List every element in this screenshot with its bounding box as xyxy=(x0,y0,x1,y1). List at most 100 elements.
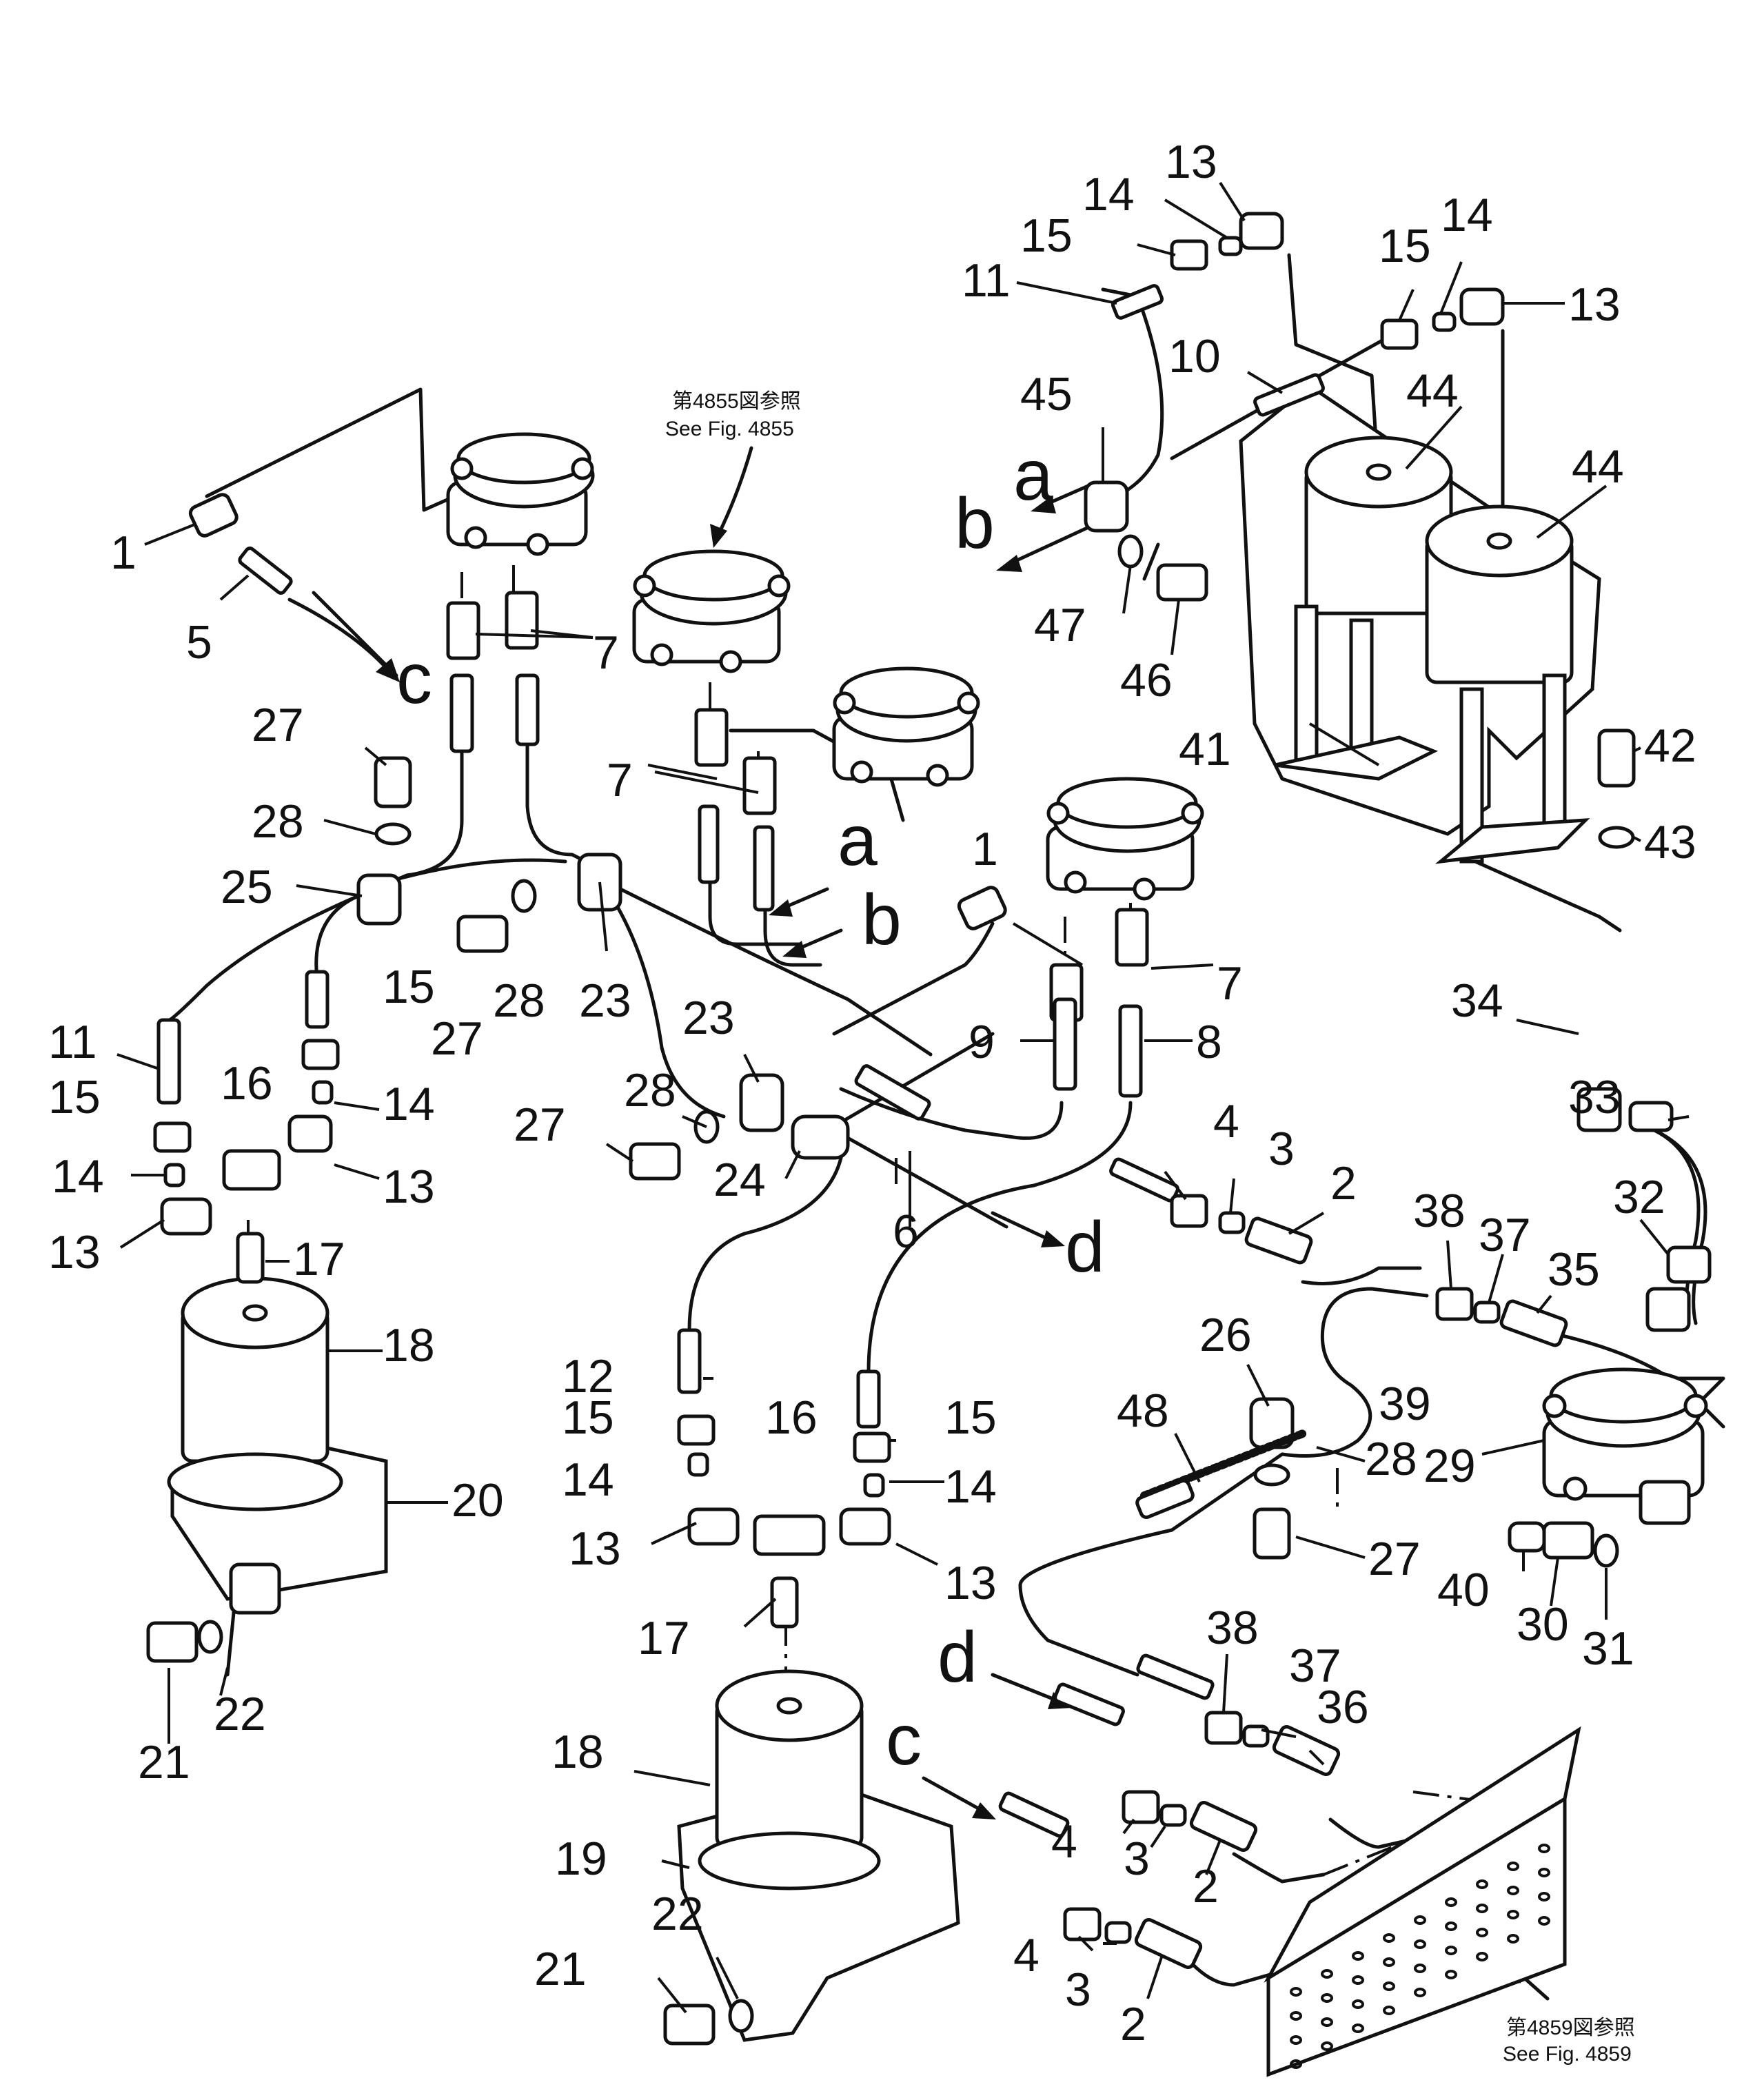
letter-b-mid: b xyxy=(862,880,902,960)
callout-13: 13 xyxy=(48,1226,101,1278)
bolt-head xyxy=(464,526,487,549)
nut-15 xyxy=(853,1431,891,1463)
leader xyxy=(1288,1212,1325,1235)
pipe-line xyxy=(1232,1852,1326,1884)
valve-cap xyxy=(456,432,591,485)
callout-2: 2 xyxy=(1193,1860,1219,1913)
manifold-hole xyxy=(1507,1910,1519,1919)
callout-36: 36 xyxy=(1317,1681,1369,1733)
callout-38: 38 xyxy=(1206,1602,1259,1654)
fitting-7 xyxy=(446,601,480,660)
pipe-line xyxy=(832,921,995,1036)
clamp-45 xyxy=(1084,480,1129,533)
arrowhead xyxy=(769,899,793,917)
leader xyxy=(1122,1818,1135,1835)
callout-4: 4 xyxy=(1051,1815,1077,1868)
callout-2: 2 xyxy=(1330,1157,1357,1210)
pipe-line xyxy=(866,1101,1133,1374)
reservoir-18-left xyxy=(167,1276,388,1615)
callout-3: 3 xyxy=(1268,1123,1295,1175)
leader xyxy=(296,884,363,897)
callout-23: 23 xyxy=(579,975,631,1027)
manifold-hole xyxy=(1414,1988,1426,1997)
manifold-block xyxy=(1264,1726,1581,2077)
sleeve-3 xyxy=(1218,1211,1246,1234)
leader xyxy=(1667,1115,1690,1121)
leader xyxy=(219,1667,229,1696)
connector-2 xyxy=(1189,1800,1258,1853)
callout-8: 8 xyxy=(1196,1016,1222,1068)
leader xyxy=(1137,243,1176,256)
tube xyxy=(698,804,720,884)
fittings xyxy=(146,212,1712,2046)
sleeve-14 xyxy=(1432,312,1457,332)
callout-14: 14 xyxy=(1082,168,1135,221)
callout-14: 14 xyxy=(1441,189,1493,241)
nut-4 xyxy=(1122,1790,1160,1824)
arrowhead xyxy=(710,524,727,548)
leader xyxy=(1170,599,1180,655)
callout-31: 31 xyxy=(1582,1622,1634,1675)
callout-27: 27 xyxy=(252,699,304,751)
bolt-46 xyxy=(1156,563,1208,602)
bolt-head xyxy=(450,457,474,480)
valve-top-middle xyxy=(632,549,791,673)
arrow-c-lower xyxy=(922,1776,988,1815)
callout-26: 26 xyxy=(1199,1309,1252,1361)
arrowhead xyxy=(1031,496,1056,513)
callout-44: 44 xyxy=(1406,365,1459,417)
manifold-hole xyxy=(1507,1886,1519,1895)
leader xyxy=(743,1054,760,1083)
manifold-hole xyxy=(1445,1921,1457,1931)
valve-cap xyxy=(1549,1367,1698,1424)
bolt-head xyxy=(1133,877,1156,901)
clamp-23 xyxy=(739,1073,784,1132)
connector-2 xyxy=(1134,1917,1203,1970)
callout-41: 41 xyxy=(1179,723,1231,775)
arrow-to-d-mid xyxy=(991,1211,1053,1243)
bolt-head xyxy=(526,533,549,556)
bolt-27 xyxy=(456,915,509,953)
pipe-line xyxy=(205,387,457,512)
sleeve-14 xyxy=(863,1473,885,1498)
leader xyxy=(1012,922,1084,966)
pipe-line xyxy=(1659,1132,1707,1325)
connector-17 xyxy=(770,1576,799,1629)
manifold-hole xyxy=(1414,1964,1426,1973)
bolt-head xyxy=(957,691,980,715)
nut-15 xyxy=(301,1039,340,1070)
manifold-hole xyxy=(1321,2017,1333,2027)
callout-47: 47 xyxy=(1034,599,1086,651)
leader xyxy=(682,1115,707,1128)
manifold-hole xyxy=(1538,1844,1550,1853)
leader xyxy=(1295,1536,1366,1559)
reservoir-18-lower xyxy=(677,1669,960,2042)
leader xyxy=(1633,836,1641,842)
callout-15: 15 xyxy=(383,961,435,1013)
connector-2 xyxy=(1244,1216,1313,1265)
leader xyxy=(716,1957,739,1999)
leader xyxy=(1481,1439,1545,1456)
bolt-head xyxy=(767,574,791,598)
leader xyxy=(364,746,387,766)
callout-25: 25 xyxy=(221,861,273,913)
arrow-ref-4855 xyxy=(715,446,753,540)
canister-flange xyxy=(167,1452,343,1511)
connector-35 xyxy=(1499,1299,1568,1347)
manifold-hole xyxy=(1414,1915,1426,1925)
valve-right-middle xyxy=(1046,777,1204,901)
fitting-7 xyxy=(1115,908,1149,967)
tube xyxy=(1136,1653,1215,1700)
washer-22 xyxy=(197,1620,223,1654)
callout-11: 11 xyxy=(962,254,1011,307)
leader xyxy=(1308,1749,1325,1766)
manifold-hole xyxy=(1352,2023,1364,2033)
elbow-fitting xyxy=(188,493,239,538)
callout-27: 27 xyxy=(431,1012,483,1065)
callout-48: 48 xyxy=(1117,1385,1169,1437)
nut-15 xyxy=(677,1414,716,1446)
stand-foot xyxy=(1275,735,1439,781)
tube-5 xyxy=(238,547,293,595)
canister-top-boss xyxy=(1486,532,1512,550)
leader xyxy=(1150,963,1214,970)
